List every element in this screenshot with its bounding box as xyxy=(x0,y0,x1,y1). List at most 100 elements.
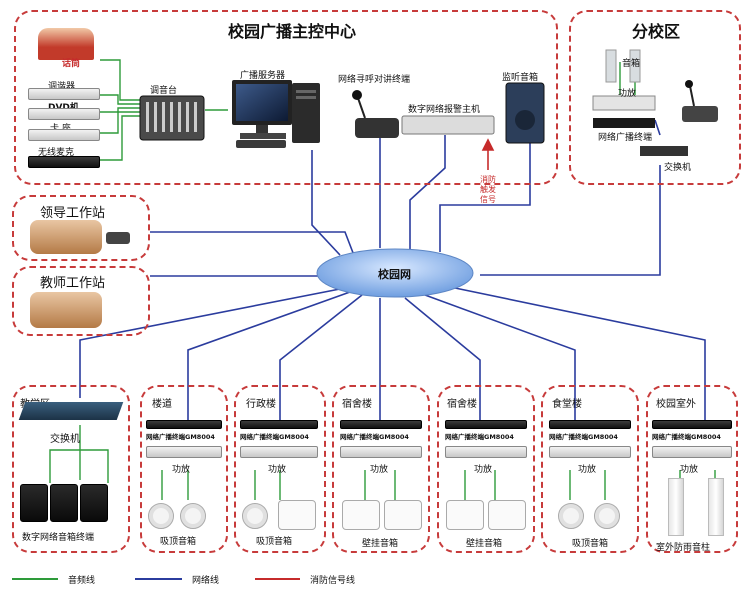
zone-region-0 xyxy=(12,385,130,553)
announcer-icon xyxy=(38,28,94,60)
zone-3-amp-label: 功放 xyxy=(370,465,389,475)
branch-campus-region xyxy=(569,10,741,185)
zone-5-terminal-label: 网络广播终端GM8004 xyxy=(549,433,618,441)
paging-microphone-icon xyxy=(352,90,399,138)
zone-region-5 xyxy=(541,385,639,553)
branch-title: 分校区 xyxy=(632,22,681,41)
zone-3-footer: 壁挂音箱 xyxy=(362,539,399,549)
zone-1-footer: 吸顶音箱 xyxy=(160,537,197,547)
zone-5-title: 食堂楼 xyxy=(552,399,582,410)
zone-4-terminal-icon xyxy=(445,420,527,429)
branch-terminal-label: 网络广播终端 xyxy=(598,133,653,143)
zone-4-title: 宿舍楼 xyxy=(447,399,477,410)
legend-network-label: 网络线 xyxy=(192,576,220,586)
zone-5-speaker-1 xyxy=(558,503,584,529)
zone-2-speaker-2 xyxy=(278,500,316,530)
zone-5-amp-icon xyxy=(549,446,631,458)
zone-0-switch-icon xyxy=(18,402,124,420)
zone-0-speaker-2 xyxy=(50,484,78,522)
legend-audio-label: 音频线 xyxy=(68,576,96,586)
main-control-region xyxy=(14,10,558,185)
campus-network-label: 校园网 xyxy=(378,268,411,281)
zone-6-column-speaker-2 xyxy=(708,478,724,536)
zone-2-title: 行政楼 xyxy=(246,399,276,410)
zone-3-speaker-1 xyxy=(342,500,380,530)
mixer-icon xyxy=(139,95,205,141)
audio-lines-zones xyxy=(49,425,716,500)
zone-1-speaker-1 xyxy=(148,503,174,529)
fire-signal-label: 消防触发信号 xyxy=(480,175,496,204)
server-label: 广播服务器 xyxy=(240,71,286,81)
zone-region-2 xyxy=(234,385,326,553)
zone-3-amp-icon xyxy=(340,446,422,458)
zone-0-speaker-3 xyxy=(80,484,108,522)
legend: 音频线 网络线 消防信号线 xyxy=(0,568,750,588)
zone-4-speaker-1 xyxy=(446,500,484,530)
mixer-label: 调音台 xyxy=(150,86,178,96)
zone-2-terminal-icon xyxy=(240,420,318,429)
zone-region-4 xyxy=(437,385,535,553)
zone-2-amp-label: 功放 xyxy=(268,465,287,475)
leader-person-icon xyxy=(30,220,102,254)
leader-title: 领导工作站 xyxy=(40,206,106,221)
zone-4-amp-icon xyxy=(445,446,527,458)
zone-5-terminal-icon xyxy=(549,420,631,429)
zone-5-speaker-2 xyxy=(594,503,620,529)
monitor-label: 监听音箱 xyxy=(502,73,539,83)
zone-region-3 xyxy=(332,385,430,553)
teacher-title: 教师工作站 xyxy=(40,276,106,291)
leader-mic-icon xyxy=(106,232,130,244)
zone-2-amp-icon xyxy=(240,446,318,458)
branch-amp-label: 功放 xyxy=(618,89,637,99)
teacher-person-icon xyxy=(30,292,102,328)
zone-1-terminal-label: 网络广播终端GM8004 xyxy=(146,433,215,441)
branch-speaker-right xyxy=(629,49,641,83)
branch-amp-icon xyxy=(592,95,656,111)
alarm-host-label: 数字网络报警主机 xyxy=(408,105,481,115)
zone-1-speaker-2 xyxy=(180,503,206,529)
zone-0-speaker-1 xyxy=(20,484,48,522)
zone-0-footer: 数字网络音箱终端 xyxy=(22,533,95,543)
branch-switch-icon xyxy=(640,146,688,156)
zone-1-amp-icon xyxy=(146,446,222,458)
branch-terminal-icon xyxy=(593,118,655,128)
zone-2-footer: 吸顶音箱 xyxy=(256,537,293,547)
branch-speaker-left xyxy=(605,49,617,83)
zone-1-title: 楼道 xyxy=(152,399,172,410)
zone-4-footer: 壁挂音箱 xyxy=(466,539,503,549)
server-computer-icon xyxy=(232,80,320,148)
zone-6-title: 校园室外 xyxy=(656,399,696,410)
fire-signal-line xyxy=(481,138,495,170)
zone-region-1 xyxy=(140,385,228,553)
zone-6-amp-label: 功放 xyxy=(680,465,699,475)
zone-6-terminal-icon xyxy=(652,420,732,429)
zone-3-speaker-2 xyxy=(384,500,422,530)
leader-station-region xyxy=(12,195,150,261)
wireless-mic-icon xyxy=(28,156,100,168)
alarm-host-icon xyxy=(401,115,495,135)
zone-6-terminal-label: 网络广播终端GM8004 xyxy=(652,433,721,441)
zone-5-amp-label: 功放 xyxy=(578,465,597,475)
dvd-icon xyxy=(28,108,100,120)
zone-5-footer: 吸顶音箱 xyxy=(572,539,609,549)
tuner-icon xyxy=(28,88,100,100)
zone-1-terminal-icon xyxy=(146,420,222,429)
zone-6-amp-icon xyxy=(652,446,732,458)
deck-icon xyxy=(28,129,100,141)
zone-6-footer: 室外防雨音柱 xyxy=(656,543,711,553)
zone-region-6 xyxy=(646,385,738,553)
mic-label: 话筒 xyxy=(62,59,81,69)
zone-0-switch-label: 交换机 xyxy=(50,434,80,445)
main-center-title: 校园广播主控中心 xyxy=(228,22,357,41)
zone-4-terminal-label: 网络广播终端GM8004 xyxy=(445,433,514,441)
zone-4-amp-label: 功放 xyxy=(474,465,493,475)
zone-6-column-speaker-1 xyxy=(668,478,684,536)
legend-fire-label: 消防信号线 xyxy=(310,576,356,586)
zone-3-terminal-icon xyxy=(340,420,422,429)
tuner-label: 调谐器 xyxy=(48,82,76,92)
intercom-label: 网络寻呼对讲终端 xyxy=(338,75,411,85)
zone-3-terminal-label: 网络广播终端GM8004 xyxy=(340,433,409,441)
branch-speaker-label: 音箱 xyxy=(622,59,641,69)
